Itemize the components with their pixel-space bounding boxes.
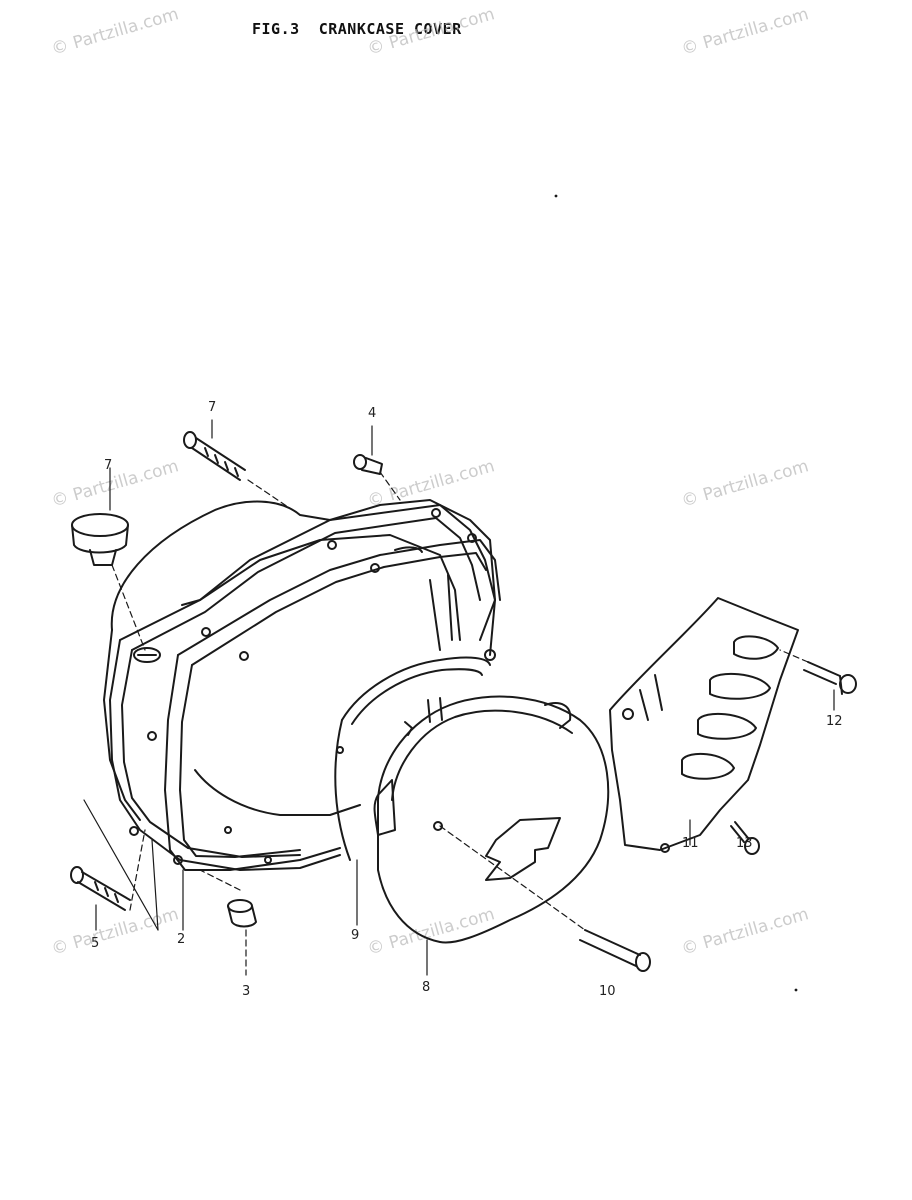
cover-part-8 xyxy=(373,695,610,944)
callout-3: 3 xyxy=(242,984,251,999)
callout-10: 10 xyxy=(599,984,616,999)
callout-13: 13 xyxy=(736,836,753,851)
callout-7: 7 xyxy=(104,458,113,473)
oil-filler-cap-part-7 xyxy=(71,513,129,566)
callout-6: 7 xyxy=(208,400,217,415)
gasket-part-9 xyxy=(164,533,501,871)
screw-part-6 xyxy=(183,431,246,481)
screw-part-5 xyxy=(70,866,131,911)
guard-part-11 xyxy=(609,597,799,853)
callout-12: 12 xyxy=(826,714,843,729)
speck xyxy=(554,194,558,198)
bolt-part-12 xyxy=(803,661,857,695)
figure-title: FIG.3 CRANKCASE COVER xyxy=(252,20,462,38)
callout-2: 2 xyxy=(177,932,186,947)
screw-part-4 xyxy=(353,454,383,475)
screw-part-10 xyxy=(579,929,651,972)
leader-lines xyxy=(83,419,835,976)
crankcase-body xyxy=(103,499,496,821)
callout-11: 11 xyxy=(682,836,699,851)
bolt-part-13 xyxy=(730,821,760,855)
cover-gasket-ring xyxy=(334,649,496,861)
callout-5: 5 xyxy=(91,936,100,951)
callout-9: 9 xyxy=(351,928,360,943)
callout-4: 4 xyxy=(368,406,377,421)
gasket-part-2 xyxy=(109,504,496,871)
dowel-pin-part-3 xyxy=(227,899,257,928)
speck xyxy=(794,988,798,992)
callout-8: 8 xyxy=(422,980,431,995)
